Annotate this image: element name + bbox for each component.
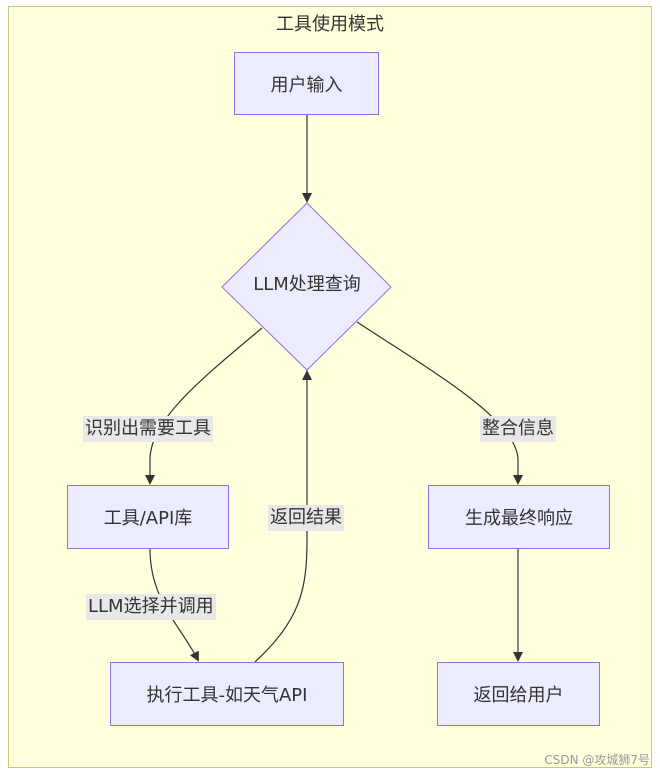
diagram-title: 工具使用模式 (276, 14, 384, 35)
node-return-user: 返回给用户 (437, 662, 600, 726)
diagram-frame (8, 6, 652, 768)
edge-execute-to-llm (254, 370, 312, 663)
edge-llm-to-tool-library (145, 327, 263, 485)
node-llm-process-label: LLM处理查询 (253, 274, 361, 295)
node-user-input: 用户输入 (234, 52, 379, 115)
node-generate-response: 生成最终响应 (428, 485, 610, 549)
node-execute-tool: 执行工具-如天气API (110, 662, 344, 726)
edge-llm-to-response (356, 321, 523, 485)
edge-label-return-result: 返回结果 (268, 505, 344, 531)
edge-label-llm-select: LLM选择并调用 (86, 594, 216, 620)
edge-label-identify-tool: 识别出需要工具 (83, 416, 213, 442)
node-tool-library: 工具/API库 (67, 485, 229, 549)
watermark: CSDN @攻城狮7号 (544, 753, 650, 767)
edge-label-integrate-info: 整合信息 (480, 416, 556, 442)
